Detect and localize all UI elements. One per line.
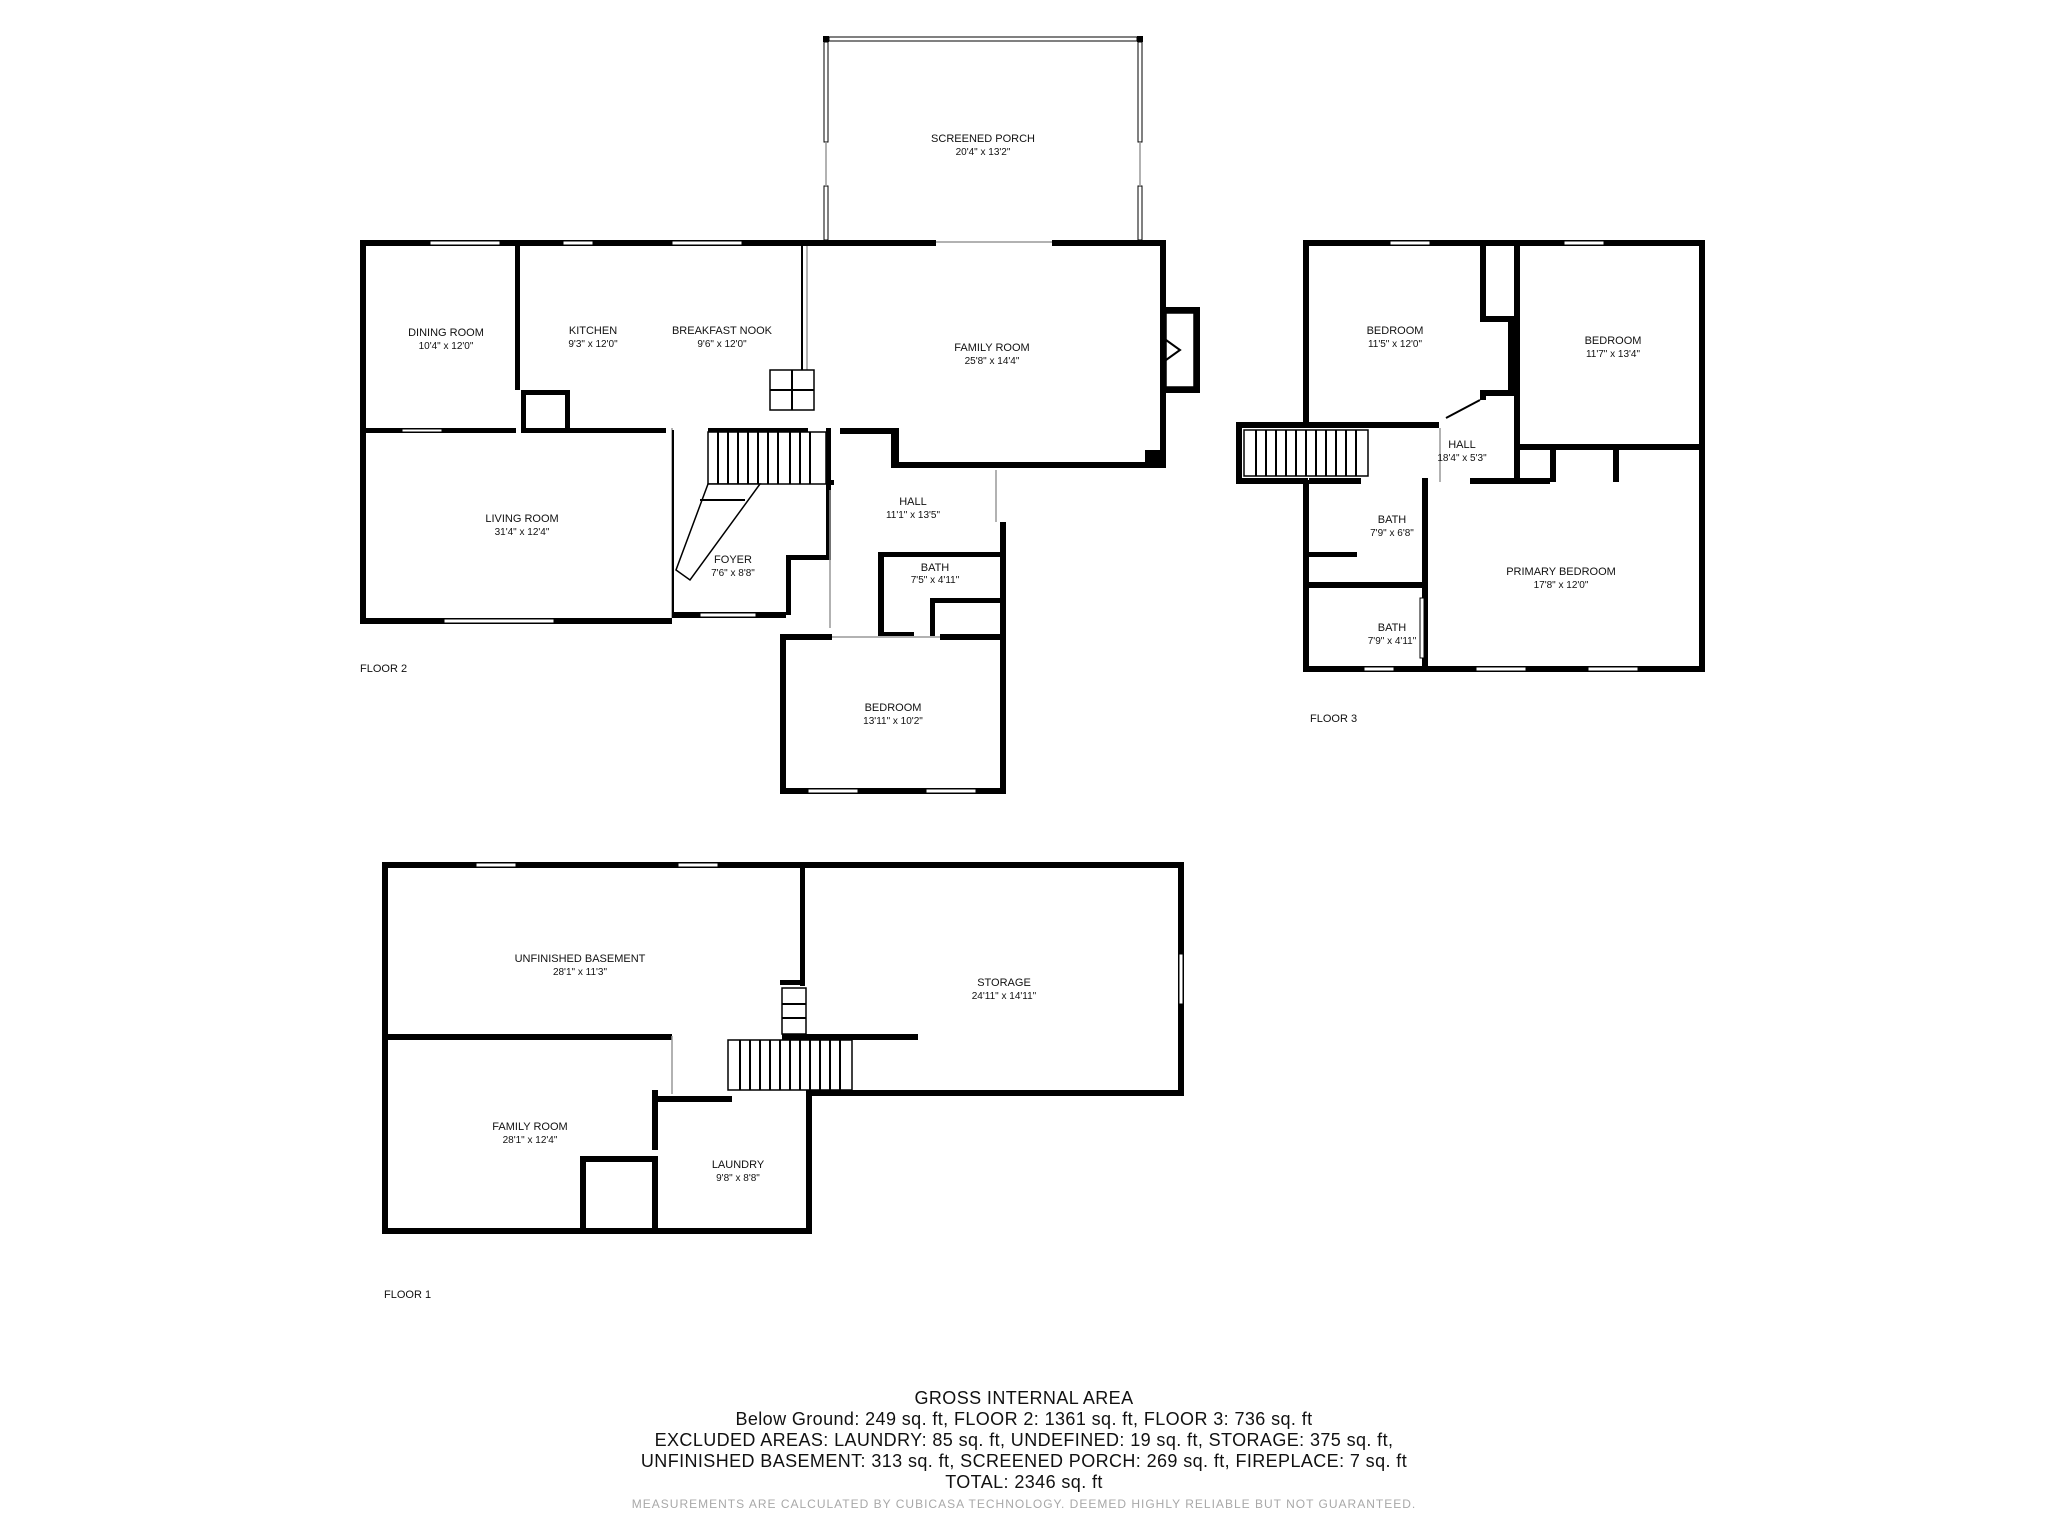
floor-3-label: FLOOR 3 bbox=[1310, 713, 1357, 725]
floor-1-plan bbox=[382, 862, 1184, 1234]
bath-b-name: BATH bbox=[1378, 622, 1407, 634]
floor-1-stairs bbox=[727, 987, 853, 1091]
bath-name: BATH bbox=[921, 562, 950, 574]
primary-bedroom-dims: 17'8" x 12'0" bbox=[1534, 580, 1589, 591]
room-labels: SCREENED PORCH 20'4" x 13'2" DINING ROOM… bbox=[360, 133, 1641, 1301]
family-room-f1-name: FAMILY ROOM bbox=[492, 1121, 567, 1133]
laundry-name: LAUNDRY bbox=[712, 1159, 765, 1171]
floor-3-stairs bbox=[1236, 422, 1369, 484]
foyer-dims: 7'6" x 8'8" bbox=[711, 568, 755, 579]
family-room-f1-dims: 28'1" x 12'4" bbox=[503, 1135, 558, 1146]
living-room-name: LIVING ROOM bbox=[485, 513, 558, 525]
hall-f3-dims: 18'4" x 5'3" bbox=[1437, 453, 1487, 464]
foyer-name: FOYER bbox=[714, 554, 752, 566]
primary-bedroom-name: PRIMARY BEDROOM bbox=[1506, 566, 1616, 578]
bath-a-dims: 7'9" x 6'8" bbox=[1370, 528, 1414, 539]
summary-line-2: EXCLUDED AREAS: LAUNDRY: 85 sq. ft, UNDE… bbox=[654, 1430, 1394, 1450]
hall-dims: 11'1" x 13'5" bbox=[886, 510, 941, 521]
summary-line-1: Below Ground: 249 sq. ft, FLOOR 2: 1361 … bbox=[735, 1409, 1313, 1429]
unfinished-basement-dims: 28'1" x 11'3" bbox=[553, 967, 608, 978]
floor-3-plan bbox=[1236, 240, 1705, 672]
bath-a-name: BATH bbox=[1378, 514, 1407, 526]
bedroom-a-name: BEDROOM bbox=[1367, 325, 1424, 337]
family-room-name: FAMILY ROOM bbox=[954, 342, 1029, 354]
summary-total: TOTAL: 2346 sq. ft bbox=[945, 1472, 1103, 1492]
laundry-dims: 9'8" x 8'8" bbox=[716, 1173, 760, 1184]
living-room-dims: 31'4" x 12'4" bbox=[495, 527, 550, 538]
hall-f3-name: HALL bbox=[1448, 439, 1476, 451]
breakfast-nook-dims: 9'6" x 12'0" bbox=[697, 339, 747, 350]
breakfast-nook-name: BREAKFAST NOOK bbox=[672, 325, 773, 337]
bedroom-b-name: BEDROOM bbox=[1585, 335, 1642, 347]
dining-room-name: DINING ROOM bbox=[408, 327, 484, 339]
bedroom-a-dims: 11'5" x 12'0" bbox=[1368, 339, 1423, 350]
bedroom-dims: 13'11" x 10'2" bbox=[863, 716, 923, 727]
dining-room-dims: 10'4" x 12'0" bbox=[419, 341, 474, 352]
area-summary: GROSS INTERNAL AREA Below Ground: 249 sq… bbox=[0, 1388, 2048, 1511]
summary-title: GROSS INTERNAL AREA bbox=[914, 1388, 1134, 1408]
summary-line-3: UNFINISHED BASEMENT: 313 sq. ft, SCREENE… bbox=[640, 1451, 1408, 1471]
unfinished-basement-name: UNFINISHED BASEMENT bbox=[515, 953, 646, 965]
bedroom-name: BEDROOM bbox=[865, 702, 922, 714]
screened-porch-name: SCREENED PORCH bbox=[931, 133, 1035, 145]
hall-name: HALL bbox=[899, 496, 927, 508]
storage-dims: 24'11" x 14'11" bbox=[972, 991, 1037, 1002]
disclaimer: MEASUREMENTS ARE CALCULATED BY CUBICASA … bbox=[631, 1497, 1417, 1511]
floor-2-label: FLOOR 2 bbox=[360, 663, 407, 675]
bath-dims: 7'5" x 4'11" bbox=[911, 575, 960, 586]
storage-name: STORAGE bbox=[977, 977, 1031, 989]
bath-b-dims: 7'9" x 4'11" bbox=[1368, 636, 1417, 647]
floor-2-stairs bbox=[675, 431, 827, 582]
floor-1-label: FLOOR 1 bbox=[384, 1289, 431, 1301]
floor-2-plan bbox=[360, 36, 1200, 794]
kitchen-name: KITCHEN bbox=[569, 325, 617, 337]
kitchen-dims: 9'3" x 12'0" bbox=[568, 339, 618, 350]
bedroom-b-dims: 11'7" x 13'4" bbox=[1586, 349, 1641, 360]
family-room-dims: 25'8" x 14'4" bbox=[965, 356, 1020, 367]
screened-porch-dims: 20'4" x 13'2" bbox=[956, 147, 1011, 158]
